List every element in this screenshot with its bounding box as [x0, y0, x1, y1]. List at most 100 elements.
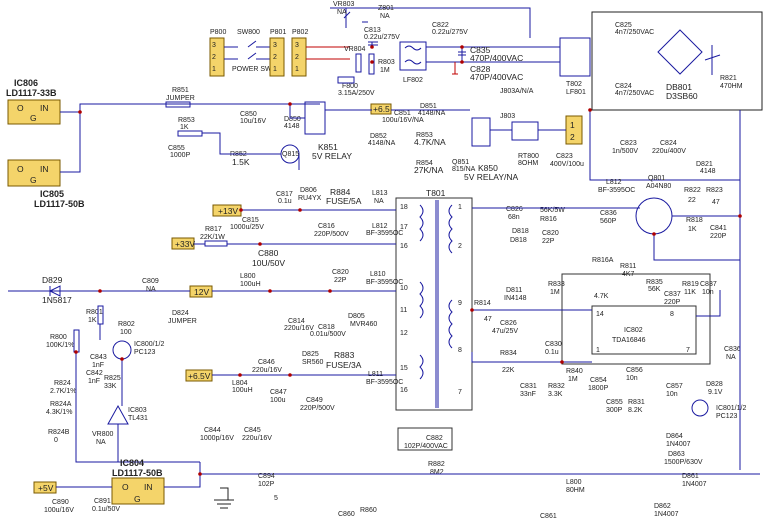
- l812b-value: BF-3595OC: [598, 187, 635, 194]
- c891-label: C891: [94, 498, 111, 505]
- plus65-relay-label: +6.5: [373, 104, 390, 114]
- c820b-value: 22P: [542, 238, 555, 245]
- r824b-value: 0: [54, 437, 58, 444]
- l800-label: L800: [240, 273, 256, 280]
- t801-pin12: 12: [400, 330, 408, 337]
- lf801-label: LF801: [566, 89, 586, 96]
- plus33v-label: +33V: [175, 239, 195, 249]
- r816a-value: 4.7K: [594, 293, 609, 300]
- r800-symbol: [73, 329, 80, 353]
- ic802-label: IC802: [624, 327, 643, 334]
- r821-value: 470HM: [720, 83, 743, 90]
- t801-label: T801: [426, 188, 446, 198]
- c820b-label: C820: [542, 230, 559, 237]
- c836-label: C836: [600, 210, 617, 217]
- c813-label: C813: [364, 27, 381, 34]
- vr800-value: NA: [96, 439, 106, 446]
- d864-value: 1N4007: [666, 441, 691, 448]
- p801-pin1: 1: [273, 66, 277, 73]
- k851-value: 5V RELAY: [312, 151, 352, 161]
- connector-p800: [209, 37, 225, 77]
- r824-value: 2.7K/1%: [50, 388, 76, 395]
- r823-value: 47: [712, 199, 720, 206]
- r801-value: 1K: [88, 317, 97, 324]
- c824b-value: 220u/400V: [652, 148, 686, 155]
- l811-value: BF-3595OC: [366, 379, 403, 386]
- junction-dot: [74, 350, 78, 354]
- connector-p801: [269, 37, 285, 77]
- c837b-value: 10n: [702, 289, 714, 296]
- c828-ground: [452, 62, 458, 75]
- d829-value: 1N5817: [42, 295, 72, 305]
- c817-label: C817: [276, 191, 293, 198]
- t801-core: [435, 200, 439, 408]
- d862-label: D862: [654, 503, 671, 510]
- junction-dot: [78, 110, 82, 114]
- ic805-pin-o: O: [17, 164, 24, 174]
- r817-symbol: [204, 240, 228, 247]
- c830-label: C830: [545, 341, 562, 348]
- c857-value: 10n: [666, 391, 678, 398]
- vr800-label: VR800: [92, 431, 114, 438]
- conn-p-pin1: 1: [570, 120, 575, 130]
- ic801-optocoupler: [691, 399, 709, 417]
- out-12v-section: 12V L800 100uH C820 22P L810 BF-3595OC D…: [8, 269, 403, 338]
- ic802-value: TDA16846: [612, 337, 646, 344]
- ic804-label: IC804: [120, 458, 144, 468]
- p802-pin2: 2: [295, 54, 299, 61]
- r824-label: R824: [54, 380, 71, 387]
- l812b-label: L812: [606, 179, 622, 186]
- t801-transformer: T801 18 17 16 10 11 12 15 16 1 2 9 8 7 C…: [395, 188, 473, 476]
- r883-value: FUSE/3A: [326, 360, 362, 370]
- t801-pin11: 11: [400, 307, 407, 314]
- junction-dot: [738, 214, 742, 218]
- junction-dot: [268, 289, 272, 293]
- t801-pin10: 10: [400, 285, 408, 292]
- c822-value: 0.22u/275V: [432, 29, 468, 36]
- rt800-box: [511, 121, 539, 141]
- mains-live-neutral: [306, 46, 350, 60]
- r816-label: R816: [540, 216, 557, 223]
- t801-primary-windings: [448, 204, 453, 349]
- out-13v-section: +13V C817 0.1u D806 RU4YX R884 FUSE/5A L…: [171, 187, 403, 268]
- r801-label: R801: [86, 309, 103, 316]
- r853b-label: R853: [416, 132, 433, 139]
- q815-label: Q815: [282, 151, 299, 158]
- r833-value: 1M: [550, 289, 560, 296]
- ic804-pin-o: O: [122, 482, 129, 492]
- junction-dot: [239, 208, 243, 212]
- c846-value: 220u/16V: [252, 367, 282, 374]
- junction-dot: [460, 45, 464, 49]
- c826-value: 68n: [508, 214, 520, 221]
- r852-value: 1.5K: [232, 157, 250, 167]
- c822-label: C822: [432, 22, 449, 29]
- r823-label: R823: [706, 187, 723, 194]
- vr803-label: VR803: [333, 1, 355, 8]
- c890-label: C890: [52, 499, 69, 506]
- r831-value: 8.2K: [628, 407, 643, 414]
- r824b-label: R824B: [48, 429, 70, 436]
- vr804-symbol: [355, 53, 362, 73]
- l800-value: 100uH: [240, 281, 261, 288]
- p802-pin3: 3: [295, 42, 299, 49]
- r840-label: R840: [566, 368, 583, 375]
- p800-label: P800: [210, 29, 226, 36]
- d851-value: 4148/NA: [418, 110, 446, 117]
- c891-value: 0.1u/50V: [92, 506, 120, 513]
- k851-relay-coil: [304, 101, 326, 135]
- ic804-pin-g: G: [134, 494, 141, 504]
- l812-label: L812: [372, 223, 388, 230]
- controller-section: IC802 TDA16846 14 8 1 7 R814 47 D811 IN4…: [471, 257, 746, 420]
- c851-value: 100u/16V/NA: [382, 117, 424, 124]
- c845-value: 220u/16V: [242, 435, 272, 442]
- c882-label: C882: [426, 435, 443, 442]
- rt800-value: 8OHM: [518, 160, 538, 167]
- d850-label: D850: [284, 116, 301, 123]
- r803-label: R803: [378, 59, 395, 66]
- r818-value: 1K: [688, 226, 697, 233]
- ic804-value: LD1117-50B: [112, 468, 163, 478]
- c854-label: C854: [590, 377, 607, 384]
- c835-value: 470P/400VAC: [470, 53, 523, 63]
- z801-label: Z801: [378, 5, 394, 12]
- ic806-pin-g: G: [30, 113, 37, 123]
